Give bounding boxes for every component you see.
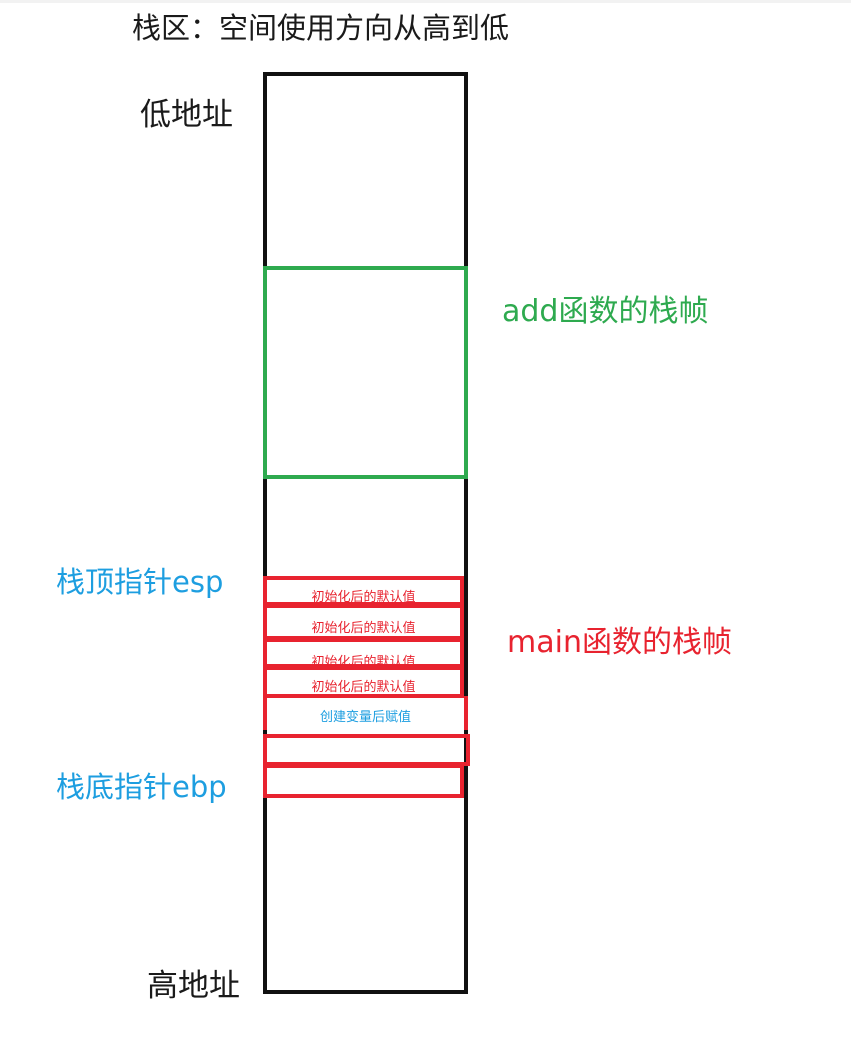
main-frame-slot bbox=[263, 764, 464, 798]
main-frame-slot: 创建变量后赋值 bbox=[263, 696, 468, 730]
slot-text: 初始化后的默认值 bbox=[311, 621, 416, 636]
top-strip bbox=[0, 0, 851, 3]
ebp-pointer-label: 栈底指针ebp bbox=[56, 770, 227, 804]
stack-region bbox=[263, 72, 468, 994]
diagram-title: 栈区：空间使用方向从高到低 bbox=[132, 11, 510, 45]
high-address-label: 高地址 bbox=[147, 968, 240, 1004]
slot-text: 初始化后的默认值 bbox=[311, 590, 416, 605]
low-address-label: 低地址 bbox=[140, 97, 233, 133]
slot-text: 创建变量后赋值 bbox=[319, 710, 411, 725]
main-frame-slot: 初始化后的默认值 bbox=[263, 666, 464, 698]
add-stack-frame-label: add函数的栈帧 bbox=[502, 294, 709, 329]
main-frame-slot: 初始化后的默认值 bbox=[263, 604, 464, 640]
main-frame-slot: 初始化后的默认值 bbox=[263, 576, 464, 606]
main-frame-slot: 初始化后的默认值 bbox=[263, 638, 464, 670]
main-stack-frame-label: main函数的栈帧 bbox=[507, 625, 732, 660]
main-frame-slot bbox=[263, 734, 470, 766]
esp-pointer-label: 栈顶指针esp bbox=[56, 565, 224, 599]
main-stack-frame: 初始化后的默认值 初始化后的默认值 初始化后的默认值 初始化后的默认值 创建变量… bbox=[263, 576, 470, 798]
add-stack-frame bbox=[263, 266, 468, 479]
slot-text: 初始化后的默认值 bbox=[311, 680, 416, 695]
